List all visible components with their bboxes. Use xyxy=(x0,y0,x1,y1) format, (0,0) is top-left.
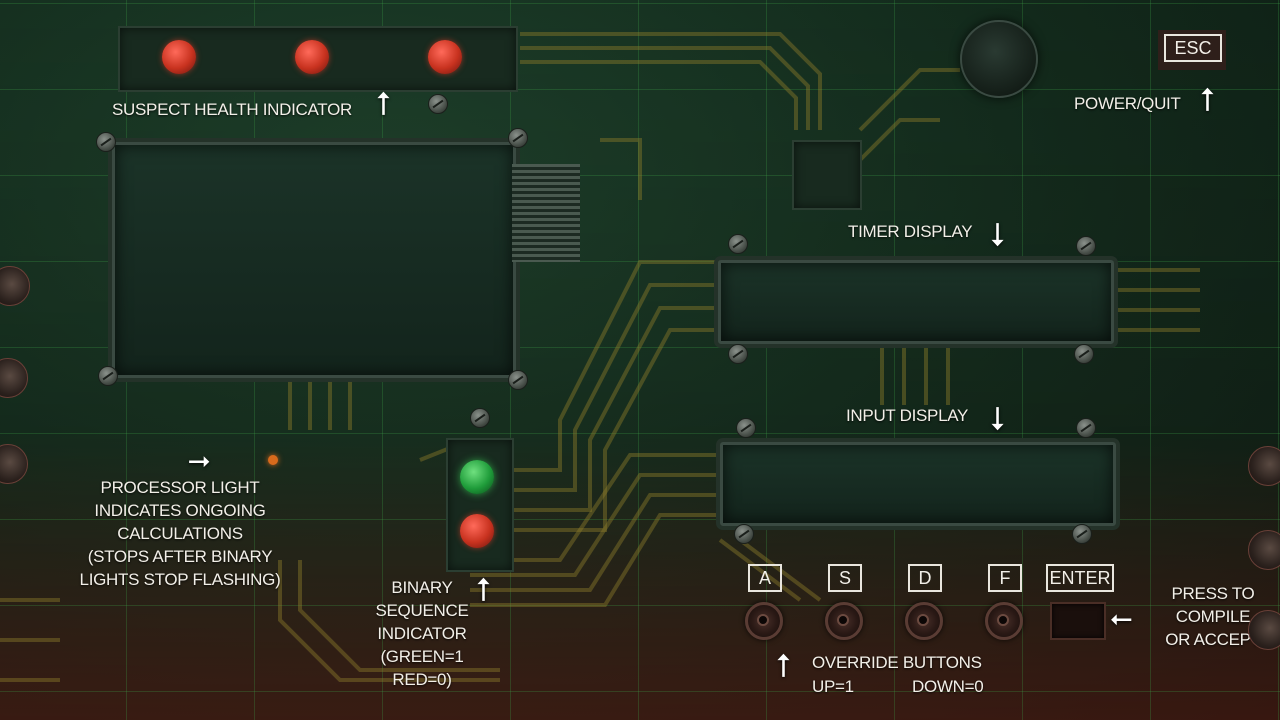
esc-plate xyxy=(1158,30,1226,70)
screw xyxy=(728,344,748,364)
suspect-screen xyxy=(112,142,516,378)
screw xyxy=(1074,344,1094,364)
processor-text: PROCESSOR LIGHT INDICATES ONGOING CALCUL… xyxy=(30,476,330,591)
binary-led-green xyxy=(460,460,494,494)
side-clip xyxy=(1248,530,1280,570)
override-button-f[interactable] xyxy=(985,602,1023,640)
health-led-1 xyxy=(162,40,196,74)
binary-text: BINARY SEQUENCE INDICATOR (GREEN=1 RED=0… xyxy=(362,576,482,691)
processor-line-4: (STOPS AFTER BINARY xyxy=(87,547,273,566)
arrow-up-icon: ⭡ xyxy=(1200,82,1216,118)
screw xyxy=(96,132,116,152)
screw xyxy=(470,408,490,428)
power-quit-label: POWER/QUIT xyxy=(1074,94,1181,113)
override-button-s[interactable] xyxy=(825,602,863,640)
screw xyxy=(1076,418,1096,438)
input-display-label: INPUT DISPLAY xyxy=(846,406,969,425)
screw xyxy=(1076,236,1096,256)
press-line-2: COMPILE xyxy=(1175,607,1251,626)
screw xyxy=(728,234,748,254)
press-to-text: PRESS TO COMPILE OR ACCEPT xyxy=(1150,582,1276,651)
key-f[interactable]: F xyxy=(988,564,1022,592)
health-led-2 xyxy=(295,40,329,74)
binary-indicator-panel xyxy=(446,438,514,572)
power-button[interactable] xyxy=(960,20,1038,98)
arrow-down-icon: ⭣ xyxy=(990,400,1006,436)
override-down-label: DOWN=0 xyxy=(912,677,984,696)
screw xyxy=(508,128,528,148)
screw xyxy=(734,524,754,544)
override-up-label: UP=1 xyxy=(812,677,854,696)
processor-line-3: CALCULATIONS xyxy=(117,524,243,543)
binary-line-5: RED=0) xyxy=(392,670,452,689)
esc-button[interactable]: ESC xyxy=(1164,34,1222,62)
ribbon-connector xyxy=(512,164,580,262)
screw xyxy=(428,94,448,114)
press-line-3: OR ACCEPT xyxy=(1165,630,1261,649)
key-d[interactable]: D xyxy=(908,564,942,592)
side-clip xyxy=(1248,610,1280,650)
processor-light xyxy=(268,455,278,465)
timer-display xyxy=(718,260,1114,344)
key-enter[interactable]: ENTER xyxy=(1046,564,1114,592)
screw xyxy=(98,366,118,386)
key-a[interactable]: A xyxy=(748,564,782,592)
processor-line-5: LIGHTS STOP FLASHING) xyxy=(79,570,281,589)
binary-line-2: SEQUENCE xyxy=(375,601,469,620)
arrow-up-icon: ⭡ xyxy=(776,648,792,684)
screw xyxy=(1072,524,1092,544)
binary-line-1: BINARY xyxy=(391,578,453,597)
binary-line-4: (GREEN=1 xyxy=(380,647,464,666)
processor-line-2: INDICATES ONGOING xyxy=(94,501,266,520)
key-s[interactable]: S xyxy=(828,564,862,592)
binary-led-red xyxy=(460,514,494,548)
arrow-up-icon: ⭡ xyxy=(376,86,392,122)
arrow-right-icon: ⭢ xyxy=(188,444,211,475)
arrow-up-icon: ⭡ xyxy=(476,572,492,608)
arrow-down-icon: ⭣ xyxy=(990,216,1006,252)
override-button-a[interactable] xyxy=(745,602,783,640)
arrow-left-icon: ⭠ xyxy=(1110,602,1133,633)
processor-line-1: PROCESSOR LIGHT xyxy=(100,478,260,497)
binary-line-3: INDICATOR xyxy=(377,624,467,643)
enter-button[interactable] xyxy=(1050,602,1106,640)
screw xyxy=(736,418,756,438)
input-display xyxy=(720,442,1116,526)
suspect-health-label: SUSPECT HEALTH INDICATOR xyxy=(112,100,352,119)
press-line-1: PRESS TO xyxy=(1171,584,1255,603)
timer-display-label: TIMER DISPLAY xyxy=(848,222,973,241)
screw xyxy=(508,370,528,390)
processor-chip xyxy=(792,140,862,210)
health-led-3 xyxy=(428,40,462,74)
override-title: OVERRIDE BUTTONS xyxy=(812,653,982,672)
override-button-d[interactable] xyxy=(905,602,943,640)
side-clip xyxy=(1248,446,1280,486)
